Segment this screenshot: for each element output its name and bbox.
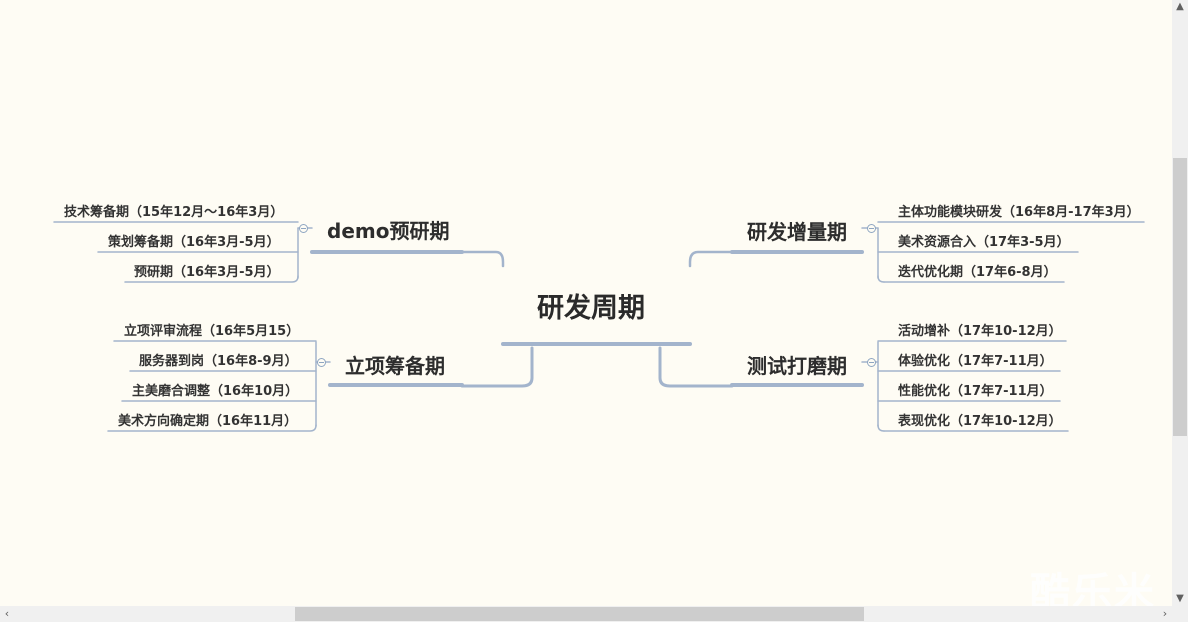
mindmap-canvas[interactable]: 研发周期 demo预研期 技术筹备期（15年12月～16年3月） 策划筹备期（1… (0, 0, 1172, 606)
subtopic-item[interactable]: 立项评审流程（16年5月15） (124, 324, 300, 339)
subtopic-item[interactable]: 表现优化（17年10-12月） (898, 414, 1062, 429)
vertical-scroll-thumb[interactable] (1173, 158, 1187, 436)
collapse-toggle-icon[interactable] (299, 224, 308, 233)
collapse-toggle-icon[interactable] (317, 358, 326, 367)
subtopic-item[interactable]: 美术资源合入（17年3-5月） (898, 235, 1070, 250)
horizontal-scroll-thumb[interactable] (295, 607, 864, 621)
subtopic-item[interactable]: 体验优化（17年7-11月） (898, 354, 1053, 369)
subtopic-item[interactable]: 主体功能模块研发（16年8月-17年3月） (898, 205, 1140, 220)
subtopic-item[interactable]: 主美磨合调整（16年10月） (132, 384, 299, 399)
subtopic-item[interactable]: 美术方向确定期（16年11月） (118, 414, 298, 429)
scrollbar-corner (1172, 606, 1188, 622)
subtopic-item[interactable]: 策划筹备期（16年3月-5月） (108, 235, 280, 250)
vertical-scrollbar[interactable]: ▲ ▼ (1172, 0, 1188, 606)
scroll-left-icon[interactable]: ‹ (4, 607, 10, 620)
branch-topic-zengliang[interactable]: 研发增量期 (747, 220, 847, 244)
scroll-down-icon[interactable]: ▼ (1176, 593, 1184, 604)
branch-topic-demo[interactable]: demo预研期 (327, 219, 450, 243)
scroll-right-icon[interactable]: › (1162, 607, 1168, 620)
scroll-up-icon[interactable]: ▲ (1176, 1, 1184, 12)
subtopic-item[interactable]: 技术筹备期（15年12月～16年3月） (64, 205, 284, 220)
subtopic-item[interactable]: 活动增补（17年10-12月） (898, 324, 1062, 339)
subtopic-item[interactable]: 迭代优化期（17年6-8月） (898, 265, 1057, 280)
horizontal-scrollbar[interactable]: ‹ › (0, 606, 1172, 622)
connector-lines (53, 221, 1145, 432)
watermark-logo: 酷乐米 (1030, 570, 1156, 606)
branch-topic-lixiang[interactable]: 立项筹备期 (345, 354, 445, 378)
subtopic-item[interactable]: 性能优化（17年7-11月） (898, 384, 1053, 399)
root-topic[interactable]: 研发周期 (537, 293, 645, 324)
branch-topic-ceshi[interactable]: 测试打磨期 (747, 354, 847, 378)
subtopic-item[interactable]: 预研期（16年3月-5月） (134, 265, 280, 280)
collapse-toggle-icon[interactable] (867, 224, 876, 233)
subtopic-item[interactable]: 服务器到岗（16年8-9月） (139, 354, 298, 369)
collapse-toggle-icon[interactable] (867, 358, 876, 367)
